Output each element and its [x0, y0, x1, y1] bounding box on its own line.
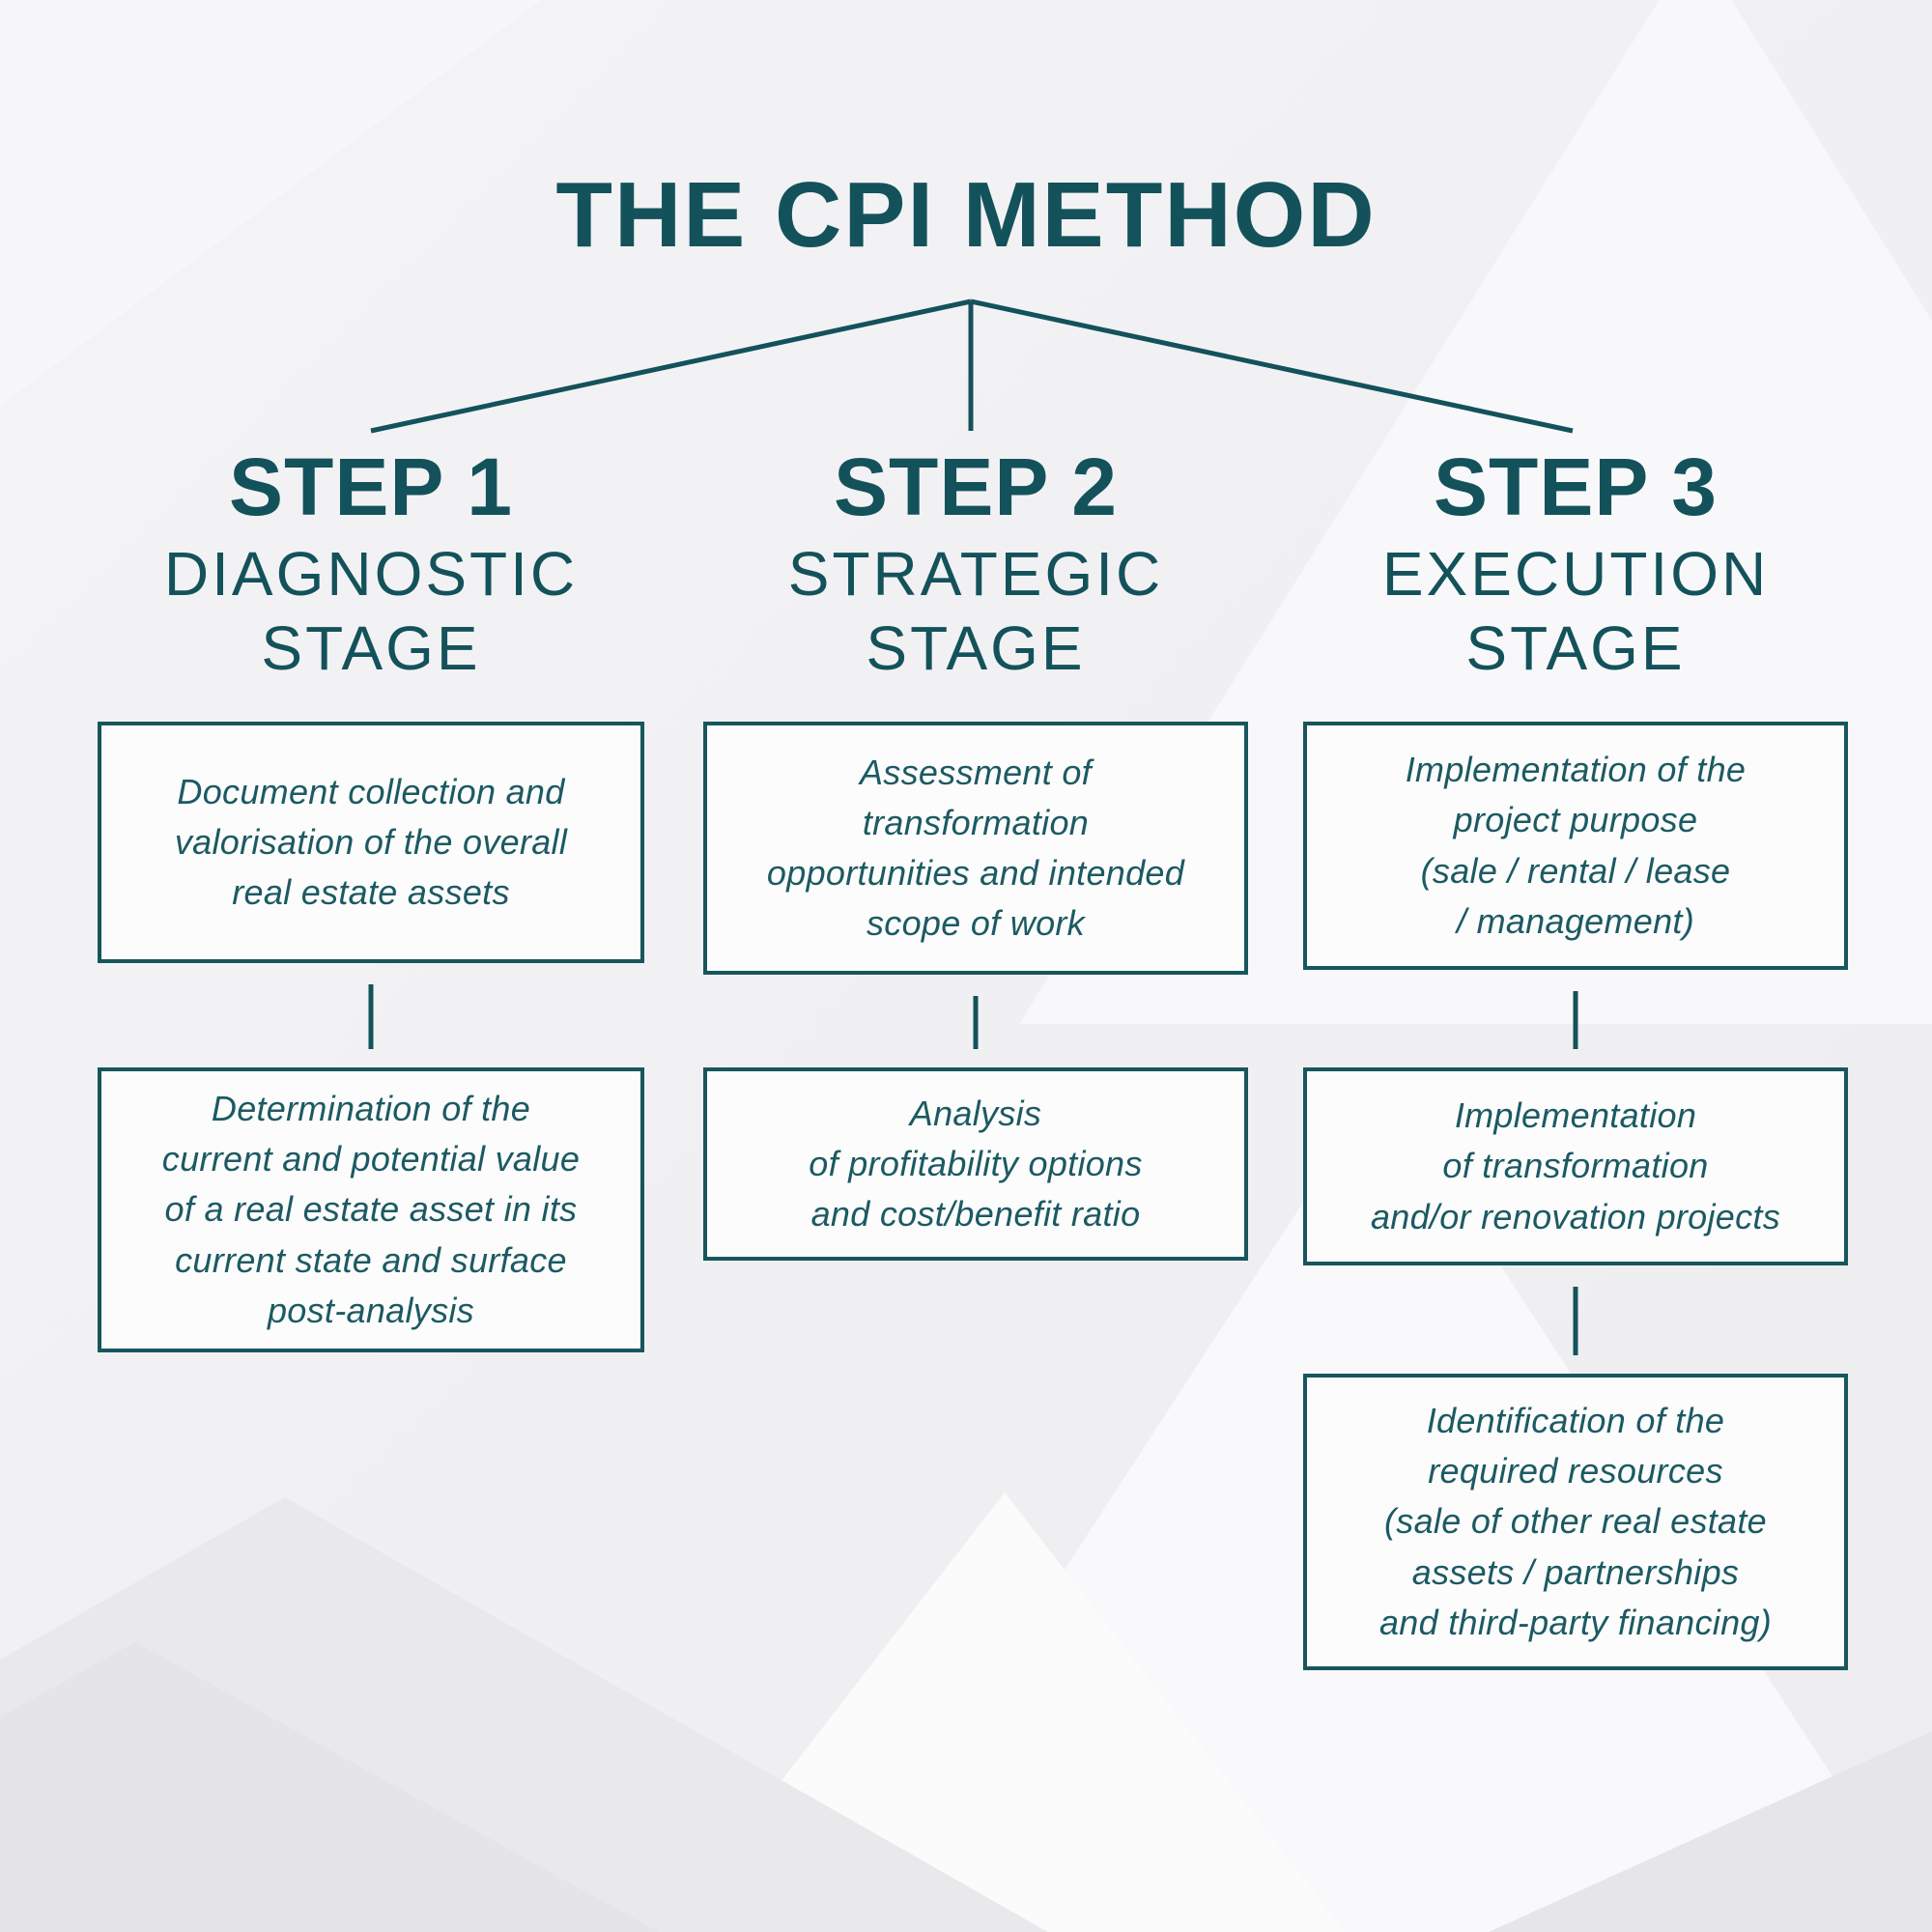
step3-header: STEP 3 EXECUTION STAGE — [1303, 442, 1848, 686]
branch-line-left — [370, 298, 972, 434]
page-title: THE CPI METHOD — [555, 163, 1377, 267]
step1-box-2-text: Determination of the current and potenti… — [161, 1089, 581, 1330]
bg-shape-top-left — [0, 0, 541, 406]
branch-line-right — [970, 298, 1574, 434]
bg-shape-bottom-left-wedge — [0, 1642, 659, 1932]
step3-box-3-text: Identification of the required resources… — [1378, 1401, 1772, 1642]
step3-stage-label: EXECUTION STAGE — [1381, 539, 1770, 684]
step3-box-3: Identification of the required resources… — [1303, 1374, 1848, 1670]
step2-box-1-text: Assessment of transformation opportuniti… — [766, 752, 1185, 944]
step3-box-1: Implementation of the project purpose (s… — [1303, 722, 1848, 970]
step2-stage-label: STRATEGIC STAGE — [787, 539, 1164, 684]
step2-box-2-text: Analysis of profitability options and co… — [809, 1093, 1143, 1235]
step1-box-1-text: Document collection and valorisation of … — [174, 771, 568, 913]
step1-box-2: Determination of the current and potenti… — [98, 1067, 644, 1352]
step3-box-2-text: Implementation of transformation and/or … — [1370, 1095, 1781, 1236]
step2-box-2: Analysis of profitability options and co… — [703, 1067, 1248, 1261]
step1-box-1: Document collection and valorisation of … — [98, 722, 644, 963]
step1-header: STEP 1 DIAGNOSTIC STAGE — [98, 442, 644, 686]
step1-stage-label: DIAGNOSTIC STAGE — [163, 539, 579, 684]
step2-header: STEP 2 STRATEGIC STAGE — [703, 442, 1248, 686]
step1-label: STEP 1 — [229, 441, 513, 532]
step2-label: STEP 2 — [834, 441, 1118, 532]
bg-shape-bottom-right-corner — [1489, 1731, 1932, 1932]
step3-box-2: Implementation of transformation and/or … — [1303, 1067, 1848, 1265]
step2-box-1: Assessment of transformation opportuniti… — [703, 722, 1248, 975]
step3-label: STEP 3 — [1434, 441, 1718, 532]
step3-box-1-text: Implementation of the project purpose (s… — [1405, 750, 1747, 941]
